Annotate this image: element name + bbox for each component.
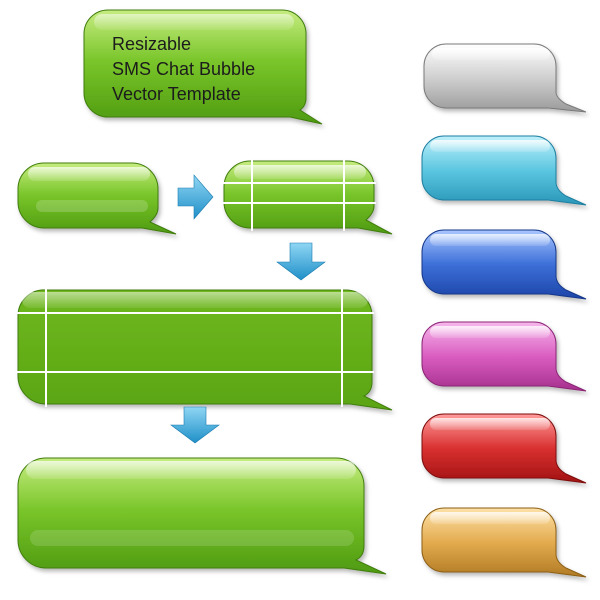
title-line-1: Resizable	[112, 34, 192, 54]
slice-guides-large	[16, 287, 374, 407]
result-bubble	[17, 457, 387, 575]
bubble-blue	[421, 229, 587, 300]
title-bubble	[83, 9, 323, 125]
slice-guides-small	[222, 158, 376, 231]
sliced-bubble	[223, 160, 393, 235]
bubble-red	[421, 413, 587, 484]
arrow-down-icon	[276, 242, 326, 281]
bubble-gold	[421, 507, 587, 578]
bubble-cyan	[421, 135, 587, 206]
title-line-3: Vector Template	[112, 84, 241, 104]
arrow-down-icon	[170, 406, 220, 444]
bubble-silver	[423, 43, 587, 113]
arrow-right-icon	[177, 174, 214, 220]
title-line-2: SMS Chat Bubble	[112, 59, 256, 79]
bubble-pink	[421, 321, 587, 392]
template-title: Resizable SMS Chat Bubble Vector Templat…	[112, 32, 255, 107]
stretched-sliced-bubble	[17, 289, 393, 411]
source-bubble	[17, 162, 177, 235]
